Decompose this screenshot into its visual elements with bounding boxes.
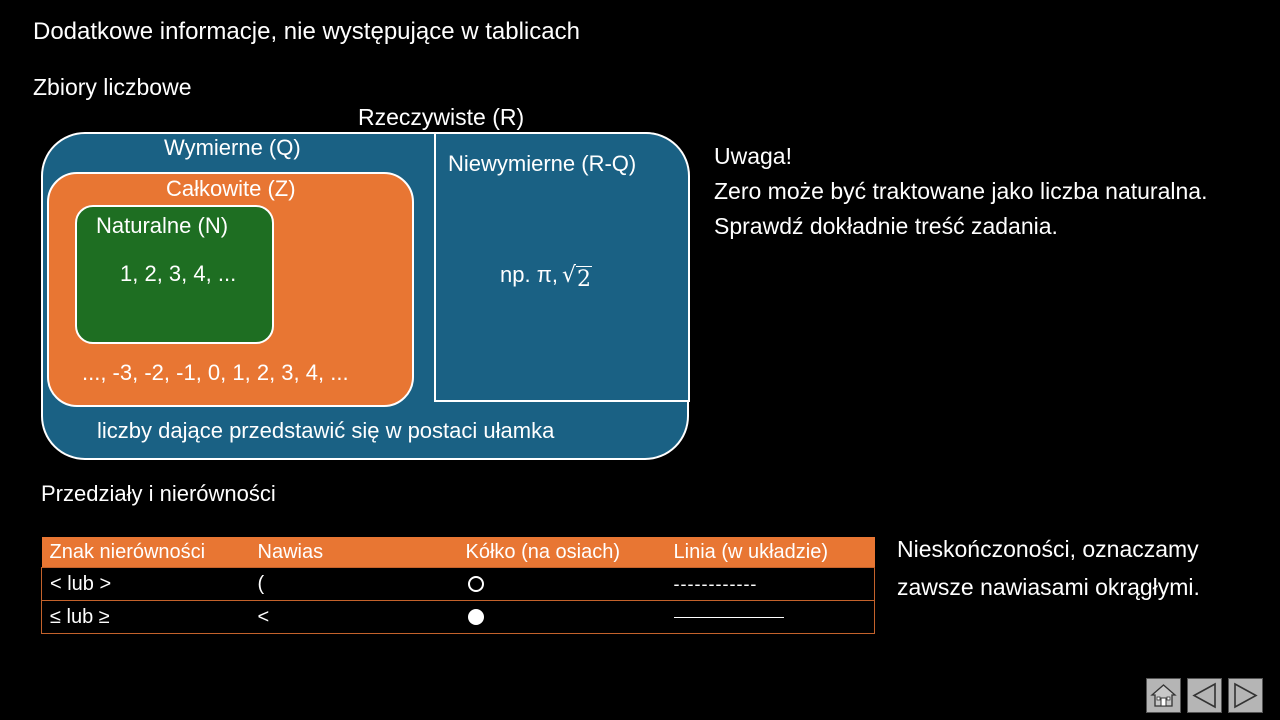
radicand: 2	[576, 266, 593, 292]
solid-line-icon	[673, 616, 784, 618]
rational-description: liczby dające przedstawić się w postaci …	[97, 418, 555, 443]
note-box: Uwaga! Zero może być traktowane jako lic…	[714, 139, 1254, 244]
sign-cell: < lub >	[41, 567, 250, 601]
irrational-set-label: Niewymierne (R-Q)	[448, 151, 637, 176]
page-title: Dodatkowe informacje, nie występujące w …	[33, 18, 580, 45]
home-icon	[1150, 684, 1177, 707]
square-root: √2	[562, 263, 593, 292]
circle-cell	[457, 567, 666, 601]
previous-slide-button[interactable]	[1187, 678, 1222, 713]
open-circle-icon	[467, 576, 484, 593]
triangle-left-icon	[1192, 682, 1216, 709]
table-row: < lub > ( ------------	[41, 567, 875, 601]
column-header: Kółko (na osiach)	[457, 537, 666, 568]
note-heading: Uwaga!	[714, 143, 792, 169]
natural-set-region	[75, 205, 274, 344]
intervals-table: Znak nierówności Nawias Kółko (na osiach…	[41, 537, 875, 634]
sign-cell: ≤ lub ≥	[41, 600, 250, 634]
irrational-example-prefix: np. π,	[500, 262, 558, 287]
integer-examples: ..., -3, -2, -1, 0, 1, 2, 3, 4, ...	[82, 360, 349, 385]
dashed-line-icon: ------------	[673, 573, 758, 594]
real-set-label: Rzeczywiste (R)	[358, 104, 525, 130]
intervals-heading: Przedziały i nierówności	[41, 481, 276, 506]
column-header: Linia (w układzie)	[665, 537, 875, 568]
natural-set-label: Naturalne (N)	[96, 213, 229, 238]
integer-set-label: Całkowite (Z)	[166, 176, 296, 201]
infinity-note: Nieskończoności, oznaczamy zawsze nawias…	[897, 536, 1200, 600]
triangle-right-icon	[1234, 682, 1258, 709]
irrational-examples: np. π, √2	[500, 262, 593, 292]
line-cell: ------------	[665, 567, 875, 601]
table-row: ≤ lub ≥ <	[41, 600, 875, 634]
column-header: Nawias	[249, 537, 458, 568]
table-header-row: Znak nierówności Nawias Kółko (na osiach…	[41, 537, 875, 568]
bracket-cell: <	[249, 600, 458, 634]
natural-examples: 1, 2, 3, 4, ...	[120, 261, 237, 286]
irrational-set-region	[434, 132, 690, 402]
circle-cell	[457, 600, 666, 634]
rational-set-label: Wymierne (Q)	[164, 135, 301, 160]
bracket-cell: (	[249, 567, 458, 601]
filled-circle-icon	[467, 609, 484, 626]
home-button[interactable]	[1146, 678, 1181, 713]
radical-sign-icon: √	[562, 263, 577, 288]
line-cell	[665, 600, 875, 634]
sets-heading: Zbiory liczbowe	[33, 74, 192, 100]
next-slide-button[interactable]	[1228, 678, 1263, 713]
column-header: Znak nierówności	[41, 537, 250, 568]
note-text: Zero może być traktowane jako liczba nat…	[714, 178, 1208, 239]
